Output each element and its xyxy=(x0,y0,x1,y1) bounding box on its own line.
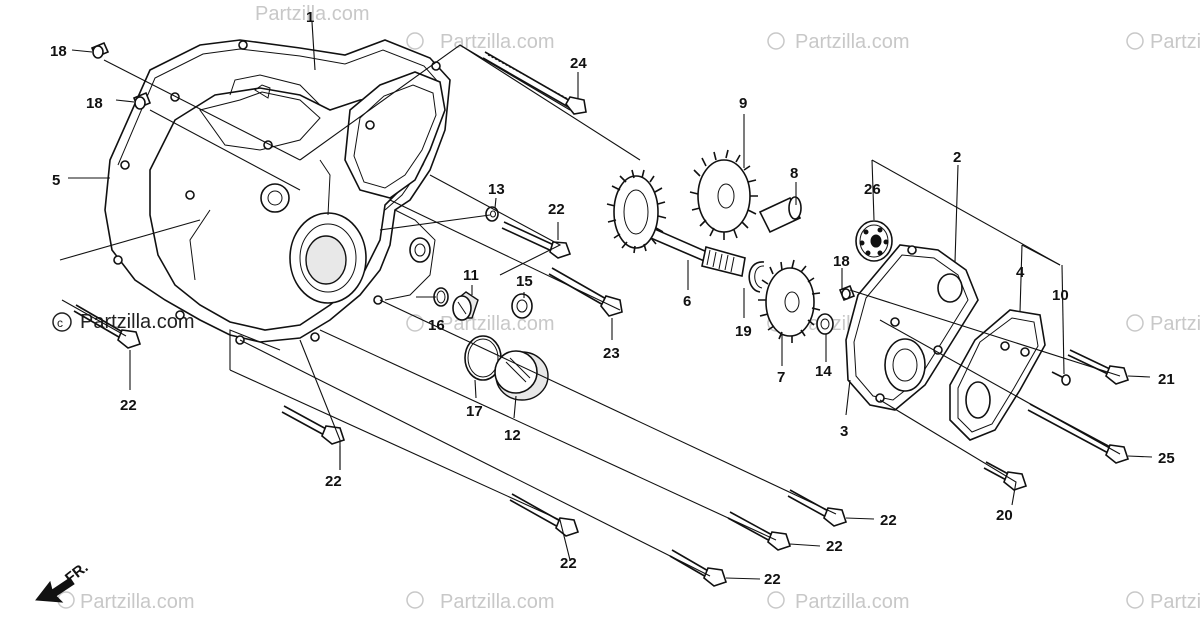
callout-14: 14 xyxy=(815,363,832,380)
callout-25: 25 xyxy=(1158,450,1175,467)
flange-bolt-21 xyxy=(1067,349,1130,385)
driven-gear-9 xyxy=(689,149,758,240)
callout-12: 12 xyxy=(504,427,521,444)
callout-22-left: 22 xyxy=(120,397,137,414)
circlip-19 xyxy=(748,261,765,293)
callout-22-right-a: 22 xyxy=(826,538,843,555)
callout-numbers: 1 2 3 4 5 6 7 8 9 10 11 12 13 14 15 16 1… xyxy=(50,9,1175,588)
watermark: Partzilla.com xyxy=(440,31,554,53)
cap-plug-11 xyxy=(452,291,479,321)
callout-5: 5 xyxy=(52,172,60,189)
callout-26: 26 xyxy=(864,181,881,198)
leader-lines xyxy=(59,21,1153,580)
flange-bolt-24 xyxy=(482,51,587,115)
flange-bolt-22-bottom xyxy=(509,493,580,537)
pump-plate-4 xyxy=(949,309,1046,441)
watermark: Partzilla.com xyxy=(255,3,369,25)
callout-23: 23 xyxy=(603,345,620,362)
shaft-pin-8 xyxy=(758,196,802,234)
callout-19: 19 xyxy=(735,323,752,340)
callout-1: 1 xyxy=(306,9,314,26)
callout-15: 15 xyxy=(516,273,533,290)
o-ring-16 xyxy=(433,287,449,307)
callout-18-top: 18 xyxy=(50,43,67,60)
watermark: Partzilla.com xyxy=(1150,591,1200,613)
drive-gear-7 xyxy=(758,259,821,343)
svg-text:c: c xyxy=(57,316,63,330)
bearing-26 xyxy=(855,220,893,262)
callout-20: 20 xyxy=(996,507,1013,524)
callout-7: 7 xyxy=(777,369,785,386)
flange-bolt-22-right-a xyxy=(727,511,792,551)
callout-17: 17 xyxy=(466,403,483,420)
callout-22-bottom-mid: 22 xyxy=(764,571,781,588)
watermark: Partzilla.com xyxy=(795,591,909,613)
callout-8: 8 xyxy=(790,165,798,182)
flange-bolt-23 xyxy=(548,267,623,317)
watermark: Partzilla.com xyxy=(440,591,554,613)
left-crankcase-cover xyxy=(104,39,451,345)
callout-22-mid: 22 xyxy=(548,201,565,218)
flange-bolt-22-lower-left xyxy=(281,405,346,445)
callout-24: 24 xyxy=(570,55,587,72)
dowel-pin-18-right xyxy=(838,284,856,302)
watermark: Partzilla.com xyxy=(795,31,909,53)
pump-body-3 xyxy=(845,244,979,411)
callout-18-mid: 18 xyxy=(86,95,103,112)
callout-4: 4 xyxy=(1016,264,1025,281)
oil-pump-shaft-gear-6 xyxy=(606,169,746,277)
watermark: Partzilla.com xyxy=(1150,31,1200,53)
flange-bolt-22-mid xyxy=(501,221,572,259)
watermarks: Partzilla.com Partzilla.com Partzilla.co… xyxy=(57,3,1200,613)
dowel-pin-18-mid xyxy=(132,91,152,110)
callout-16: 16 xyxy=(428,317,445,334)
center-watermark: c Partzilla.com xyxy=(52,311,194,333)
watermark: Partzilla.com xyxy=(1150,313,1200,335)
thrust-washer-14 xyxy=(816,313,834,335)
callout-10: 10 xyxy=(1052,287,1069,304)
callout-3: 3 xyxy=(840,423,848,440)
callout-21: 21 xyxy=(1158,371,1175,388)
filter-cap-12 xyxy=(494,350,549,401)
dowel-pin-18-top xyxy=(90,41,110,59)
callout-11: 11 xyxy=(463,267,479,284)
callout-2: 2 xyxy=(953,149,961,166)
watermark: Partzilla.com xyxy=(80,591,194,613)
oil-seal-15 xyxy=(511,293,533,319)
callout-22-bottom: 22 xyxy=(560,555,577,572)
watermark: Partzilla.com xyxy=(80,311,194,333)
screw-10 xyxy=(1051,371,1071,386)
callout-22-lower-left: 22 xyxy=(325,473,342,490)
callout-6: 6 xyxy=(683,293,691,310)
callout-9: 9 xyxy=(739,95,747,112)
callout-18-right: 18 xyxy=(833,253,850,270)
flange-bolt-25 xyxy=(1027,403,1130,464)
callout-13: 13 xyxy=(488,181,505,198)
flange-bolt-22-bottom-mid xyxy=(669,549,728,587)
sealing-washer-13 xyxy=(485,206,499,222)
callout-22-right-b: 22 xyxy=(880,512,897,529)
